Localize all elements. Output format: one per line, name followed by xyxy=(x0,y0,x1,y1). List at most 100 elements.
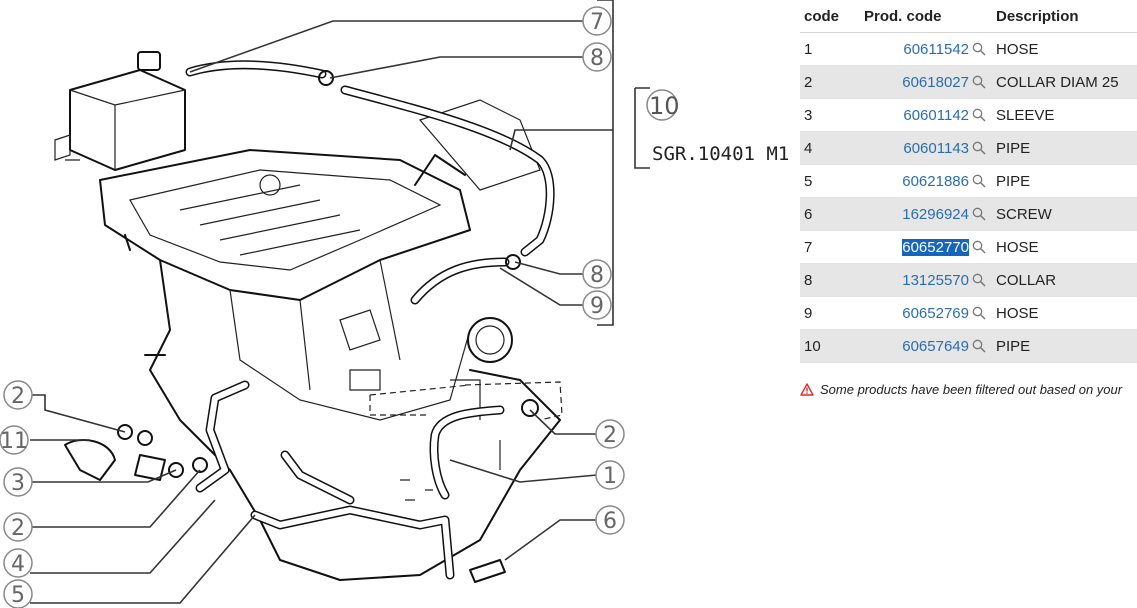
row-description: PIPE xyxy=(992,329,1137,363)
filter-notice: Some products have been filtered out bas… xyxy=(800,382,1137,397)
row-prod-code-cell: 13125570 xyxy=(860,263,992,297)
table-row[interactable]: 2 60618027 COLLAR DIAM 25 xyxy=(800,65,1137,99)
svg-text:7: 7 xyxy=(590,10,604,35)
column-header-prod-code: Prod. code xyxy=(860,0,992,33)
clamps xyxy=(64,70,539,583)
column-header-description: Description xyxy=(992,0,1137,33)
svg-text:5: 5 xyxy=(11,583,25,608)
table-row[interactable]: 1 60611542 HOSE xyxy=(800,32,1137,66)
reference-group: 10 SGR.10401 M1 xyxy=(646,89,789,165)
leader-lines xyxy=(30,0,650,604)
callout-8: 8 xyxy=(582,42,612,72)
row-code: 3 xyxy=(800,98,860,132)
table-row[interactable]: 6 16296924 SCREW xyxy=(800,197,1137,231)
callout-11: 11 xyxy=(0,425,29,455)
svg-text:8: 8 xyxy=(590,46,604,71)
hose-routes xyxy=(185,60,555,580)
row-code: 4 xyxy=(800,131,860,165)
row-code: 8 xyxy=(800,263,860,297)
callout-4: 4 xyxy=(3,548,33,578)
prod-code-link[interactable]: 60652770 xyxy=(902,238,969,256)
search-icon[interactable] xyxy=(972,42,986,56)
search-icon[interactable] xyxy=(972,306,986,320)
row-prod-code-cell: 60657649 xyxy=(860,329,992,363)
row-prod-code-cell: 60652770 xyxy=(860,230,992,264)
prod-code-link[interactable]: 60611542 xyxy=(903,40,969,58)
svg-text:6: 6 xyxy=(603,509,617,534)
callout-9: 9 xyxy=(582,290,612,320)
row-description: HOSE xyxy=(992,32,1137,66)
svg-text:10: 10 xyxy=(649,92,680,120)
row-prod-code-cell: 60618027 xyxy=(860,65,992,99)
exploded-view-drawing: 7 8 8 9 2 11 3 2 4 5 2 1 6 10 SGR.10401 … xyxy=(0,0,789,608)
column-header-code: code xyxy=(800,0,860,33)
svg-text:SGR.10401 M1: SGR.10401 M1 xyxy=(652,143,789,165)
search-icon[interactable] xyxy=(972,240,986,254)
prod-code-link[interactable]: 60601143 xyxy=(903,139,969,157)
row-prod-code-cell: 60601142 xyxy=(860,98,992,132)
table-row[interactable]: 7 60652770 HOSE xyxy=(800,230,1137,264)
expansion-tank-drawing xyxy=(54,51,186,171)
table-row[interactable]: 4 60601143 PIPE xyxy=(800,131,1137,165)
row-code: 7 xyxy=(800,230,860,264)
row-prod-code-cell: 60652769 xyxy=(860,296,992,330)
row-code: 1 xyxy=(800,32,860,66)
callout-1: 1 xyxy=(595,460,625,490)
callout-2-mid: 2 xyxy=(3,512,33,542)
prod-code-link[interactable]: 16296924 xyxy=(902,205,969,223)
prod-code-link[interactable]: 60621886 xyxy=(902,172,969,190)
svg-text:1: 1 xyxy=(603,464,617,489)
row-code: 6 xyxy=(800,197,860,231)
row-description: HOSE xyxy=(992,230,1137,264)
svg-text:4: 4 xyxy=(11,552,25,577)
search-icon[interactable] xyxy=(972,339,986,353)
row-code: 2 xyxy=(800,65,860,99)
table-row[interactable]: 8 13125570 COLLAR xyxy=(800,263,1137,297)
row-description: COLLAR xyxy=(992,263,1137,297)
prod-code-link[interactable]: 13125570 xyxy=(902,271,969,289)
search-icon[interactable] xyxy=(972,273,986,287)
row-description: SCREW xyxy=(992,197,1137,231)
prod-code-link[interactable]: 60657649 xyxy=(902,337,969,355)
filter-notice-text: Some products have been filtered out bas… xyxy=(820,382,1123,397)
row-prod-code-cell: 60611542 xyxy=(860,32,992,66)
callout-8-lower: 8 xyxy=(582,259,612,289)
prod-code-link[interactable]: 60652769 xyxy=(902,304,969,322)
callout-2-right: 2 xyxy=(595,419,625,449)
warning-icon xyxy=(800,383,814,396)
callout-3: 3 xyxy=(3,467,33,497)
engine-drawing xyxy=(99,99,561,581)
row-prod-code-cell: 60621886 xyxy=(860,164,992,198)
svg-text:11: 11 xyxy=(0,429,28,454)
svg-text:2: 2 xyxy=(603,423,617,448)
svg-text:3: 3 xyxy=(11,471,25,496)
search-icon[interactable] xyxy=(972,75,986,89)
callout-5: 5 xyxy=(3,579,33,608)
search-icon[interactable] xyxy=(972,141,986,155)
search-icon[interactable] xyxy=(972,108,986,122)
row-description: HOSE xyxy=(992,296,1137,330)
row-description: COLLAR DIAM 25 xyxy=(992,65,1137,99)
table-row[interactable]: 9 60652769 HOSE xyxy=(800,296,1137,330)
search-icon[interactable] xyxy=(972,207,986,221)
parts-diagram: 7 8 8 9 2 11 3 2 4 5 2 1 6 10 SGR.10401 … xyxy=(0,0,789,608)
row-description: PIPE xyxy=(992,164,1137,198)
row-prod-code-cell: 60601143 xyxy=(860,131,992,165)
row-code: 9 xyxy=(800,296,860,330)
table-header-row: code Prod. code Description xyxy=(800,0,1137,33)
search-icon[interactable] xyxy=(972,174,986,188)
svg-text:2: 2 xyxy=(11,384,25,409)
prod-code-link[interactable]: 60601142 xyxy=(903,106,969,124)
row-prod-code-cell: 16296924 xyxy=(860,197,992,231)
callout-6: 6 xyxy=(595,505,625,535)
callout-2-top: 2 xyxy=(3,380,33,410)
row-description: PIPE xyxy=(992,131,1137,165)
prod-code-link[interactable]: 60618027 xyxy=(902,73,969,91)
svg-text:2: 2 xyxy=(11,516,25,541)
